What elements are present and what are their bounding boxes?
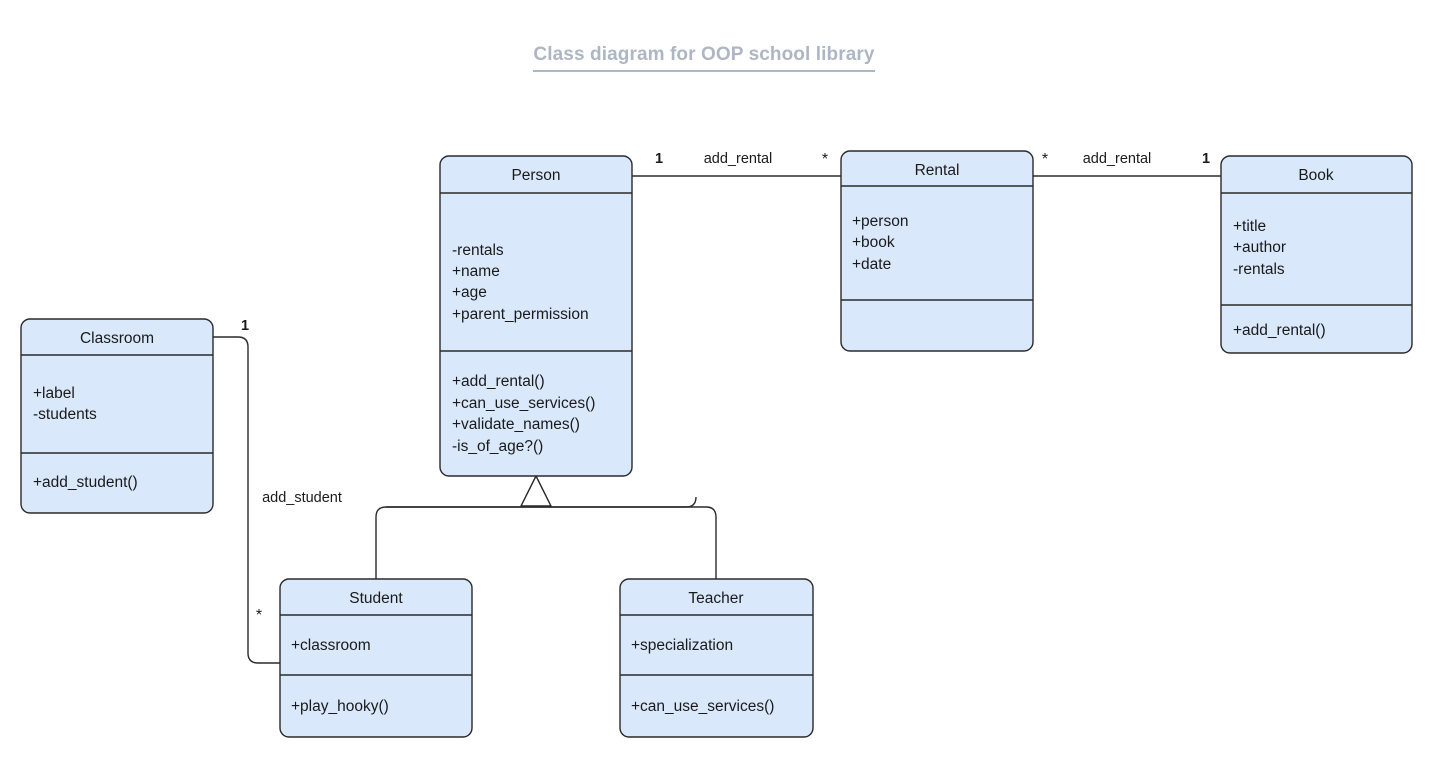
- student-box-outline: [279, 578, 473, 738]
- class-box-rental[interactable]: Rental +person +book +date: [840, 150, 1034, 352]
- book-attribute: +title: [1233, 218, 1266, 235]
- classroom-box-outline: [20, 318, 214, 514]
- classroom-attribute: +label: [33, 385, 75, 402]
- edge-person-teacher: [386, 506, 717, 579]
- person-box-outline: [439, 155, 633, 477]
- book-box-outline: [1220, 155, 1413, 354]
- class-box-student[interactable]: Student +classroom +play_hooky(): [279, 578, 473, 738]
- person-attribute: +name: [452, 263, 500, 280]
- class-box-teacher[interactable]: Teacher +specialization +can_use_service…: [619, 578, 814, 738]
- rental-attribute: +date: [852, 256, 891, 273]
- teacher-title: Teacher: [688, 590, 743, 607]
- rental-attribute: +book: [852, 234, 895, 251]
- classroom-title: Classroom: [80, 330, 154, 347]
- page-title: Class diagram for OOP school library: [0, 44, 1408, 72]
- page-title-text: Class diagram for OOP school library: [533, 44, 875, 72]
- student-method: +play_hooky(): [291, 698, 389, 715]
- classroom-attribute: -students: [33, 406, 97, 423]
- class-box-person[interactable]: Person -rentals +name +age +parent_permi…: [439, 155, 633, 477]
- multiplicity-person-rental-source: 1: [655, 151, 663, 167]
- student-title: Student: [349, 590, 403, 607]
- book-attribute: +author: [1233, 239, 1286, 256]
- book-title: Book: [1298, 167, 1334, 184]
- class-box-book[interactable]: Book +title +author -rentals +add_rental…: [1220, 155, 1413, 354]
- edge-label-person-rental: add_rental: [704, 151, 773, 167]
- edge-classroom-student: [213, 336, 280, 664]
- multiplicity-classroom-student-source: 1: [241, 318, 249, 334]
- teacher-method: +can_use_services(): [631, 698, 774, 715]
- rental-box-outline: [840, 150, 1034, 352]
- teacher-attribute: +specialization: [631, 637, 733, 654]
- multiplicity-person-rental-target: *: [822, 151, 828, 168]
- rental-title: Rental: [915, 162, 960, 179]
- multiplicity-rental-book-target: 1: [1202, 151, 1210, 167]
- class-box-classroom[interactable]: Classroom +label -students +add_student(…: [20, 318, 214, 514]
- rental-attribute: +person: [852, 213, 908, 230]
- person-attribute: -rentals: [452, 242, 504, 259]
- student-attribute: +classroom: [291, 637, 371, 654]
- person-method: +add_rental(): [452, 373, 545, 390]
- person-method: +validate_names(): [452, 416, 580, 433]
- generalization-triangle-icon: [519, 474, 553, 507]
- person-method: -is_of_age?(): [452, 438, 543, 455]
- person-attribute: +parent_permission: [452, 306, 589, 323]
- person-title: Person: [511, 167, 560, 184]
- multiplicity-classroom-student-target: *: [256, 607, 262, 624]
- person-method: +can_use_services(): [452, 395, 595, 412]
- classroom-method: +add_student(): [33, 474, 138, 491]
- person-attribute: +age: [452, 284, 487, 301]
- edge-label-rental-book: add_rental: [1083, 151, 1152, 167]
- multiplicity-rental-book-source: *: [1042, 151, 1048, 168]
- book-method: +add_rental(): [1233, 322, 1326, 339]
- edge-person-student: [375, 496, 697, 579]
- book-attribute: -rentals: [1233, 261, 1285, 278]
- teacher-box-outline: [619, 578, 814, 738]
- edge-label-classroom-student: add_student: [262, 490, 342, 506]
